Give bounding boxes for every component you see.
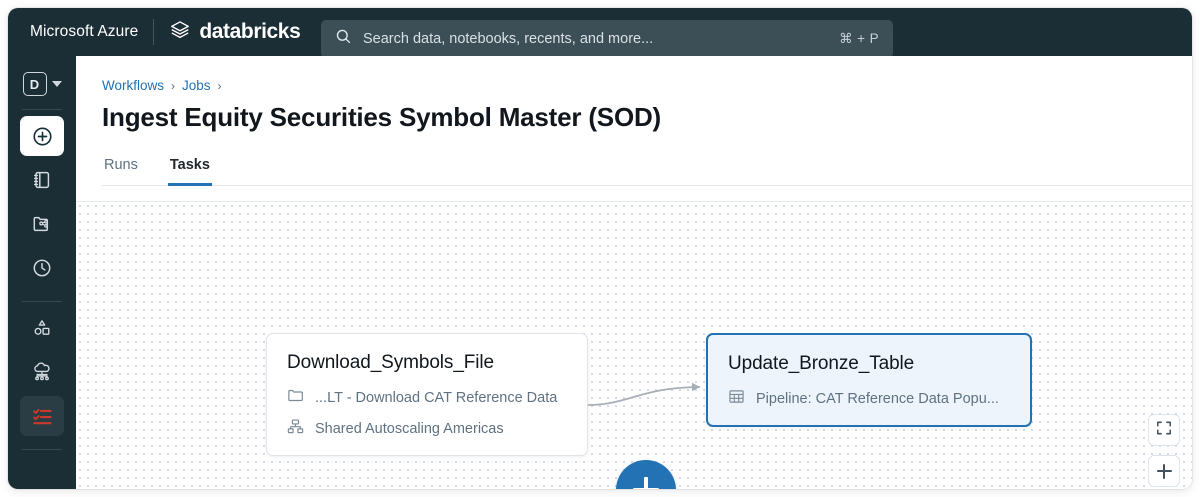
- sidebar-item-workspace-notebook[interactable]: [20, 160, 64, 200]
- tab-bar: Runs Tasks: [102, 151, 1192, 186]
- task-node[interactable]: Download_Symbols_File ...LT - Download C…: [266, 333, 588, 456]
- brand-name: databricks: [199, 20, 301, 43]
- sidebar-item-new[interactable]: [20, 116, 64, 156]
- breadcrumb-separator-2: ›: [217, 78, 222, 93]
- table-icon: [728, 388, 745, 409]
- tab-tasks[interactable]: Tasks: [167, 151, 212, 186]
- tab-runs[interactable]: Runs: [104, 157, 138, 173]
- task-node-title: Download_Symbols_File: [287, 352, 495, 373]
- task-node-source: ...LT - Download CAT Reference Data: [287, 387, 567, 408]
- workspace-switcher[interactable]: D: [19, 68, 66, 100]
- fit-screen-icon: [1156, 420, 1172, 441]
- notebook-icon: [31, 169, 53, 191]
- task-node-source-text: ...LT - Download CAT Reference Data: [315, 389, 558, 406]
- breadcrumb-item-jobs[interactable]: Jobs: [182, 78, 211, 93]
- folder-branch-icon: [31, 213, 53, 235]
- task-node-selected[interactable]: Update_Bronze_Table Pipeline: CAT Refere…: [706, 333, 1032, 427]
- breadcrumb-item-workflows[interactable]: Workflows: [102, 78, 165, 93]
- chevron-down-icon: [51, 81, 62, 87]
- canvas-controls: [1148, 414, 1180, 489]
- sidebar-item-recents[interactable]: [20, 248, 64, 288]
- sidebar-divider-2: [22, 301, 62, 302]
- task-dependency-edge: [587, 382, 701, 406]
- breadcrumb: Workflows › Jobs ›: [76, 56, 1192, 93]
- search-input[interactable]: Search data, notebooks, recents, and mor…: [363, 31, 654, 47]
- plus-icon-vertical: [1163, 463, 1165, 479]
- search-icon: [335, 28, 352, 50]
- workspace-badge-icon: D: [22, 72, 47, 96]
- task-node-cluster-text: Shared Autoscaling Americas: [315, 420, 504, 437]
- sidebar-divider-3: [22, 449, 62, 450]
- sidebar-item-compute[interactable]: [20, 352, 64, 392]
- plus-circle-icon: [31, 125, 54, 148]
- fit-to-screen-button[interactable]: [1148, 414, 1180, 446]
- top-navigation-bar: Microsoft Azure databricks Search data, …: [8, 8, 1192, 58]
- sidebar-divider: [22, 109, 62, 110]
- databricks-brand[interactable]: databricks: [169, 19, 301, 46]
- folder-icon: [287, 387, 304, 408]
- checklist-icon: [31, 405, 54, 428]
- cloud-provider-label: Microsoft Azure: [30, 23, 139, 40]
- task-node-pipeline-text: Pipeline: CAT Reference Data Popu...: [756, 390, 999, 407]
- breadcrumb-separator: ›: [171, 78, 176, 93]
- left-sidebar: D: [8, 56, 76, 489]
- page-title: Ingest Equity Securities Symbol Master (…: [102, 102, 661, 132]
- sidebar-item-workflows[interactable]: [20, 396, 64, 436]
- cloud-network-icon: [31, 361, 53, 383]
- zoom-in-button[interactable]: [1148, 455, 1180, 487]
- sidebar-item-workspace-folder[interactable]: [20, 204, 64, 244]
- shapes-icon: [31, 317, 53, 339]
- databricks-layers-logo-icon: [169, 19, 191, 46]
- task-node-pipeline: Pipeline: CAT Reference Data Popu...: [728, 388, 1010, 409]
- sidebar-item-catalog[interactable]: [20, 308, 64, 348]
- task-node-cluster: Shared Autoscaling Americas: [287, 418, 567, 439]
- cluster-icon: [287, 418, 304, 439]
- task-graph-canvas[interactable]: Download_Symbols_File ...LT - Download C…: [76, 201, 1192, 489]
- clock-icon: [31, 257, 53, 279]
- search-shortcut-hint: ⌘ + P: [839, 31, 879, 46]
- divider: [153, 19, 155, 45]
- main-content: Workflows › Jobs › Ingest Equity Securit…: [76, 56, 1192, 489]
- app-window: Microsoft Azure databricks Search data, …: [8, 8, 1192, 489]
- global-search-bar[interactable]: Search data, notebooks, recents, and mor…: [321, 20, 893, 58]
- task-node-title: Update_Bronze_Table: [728, 353, 915, 374]
